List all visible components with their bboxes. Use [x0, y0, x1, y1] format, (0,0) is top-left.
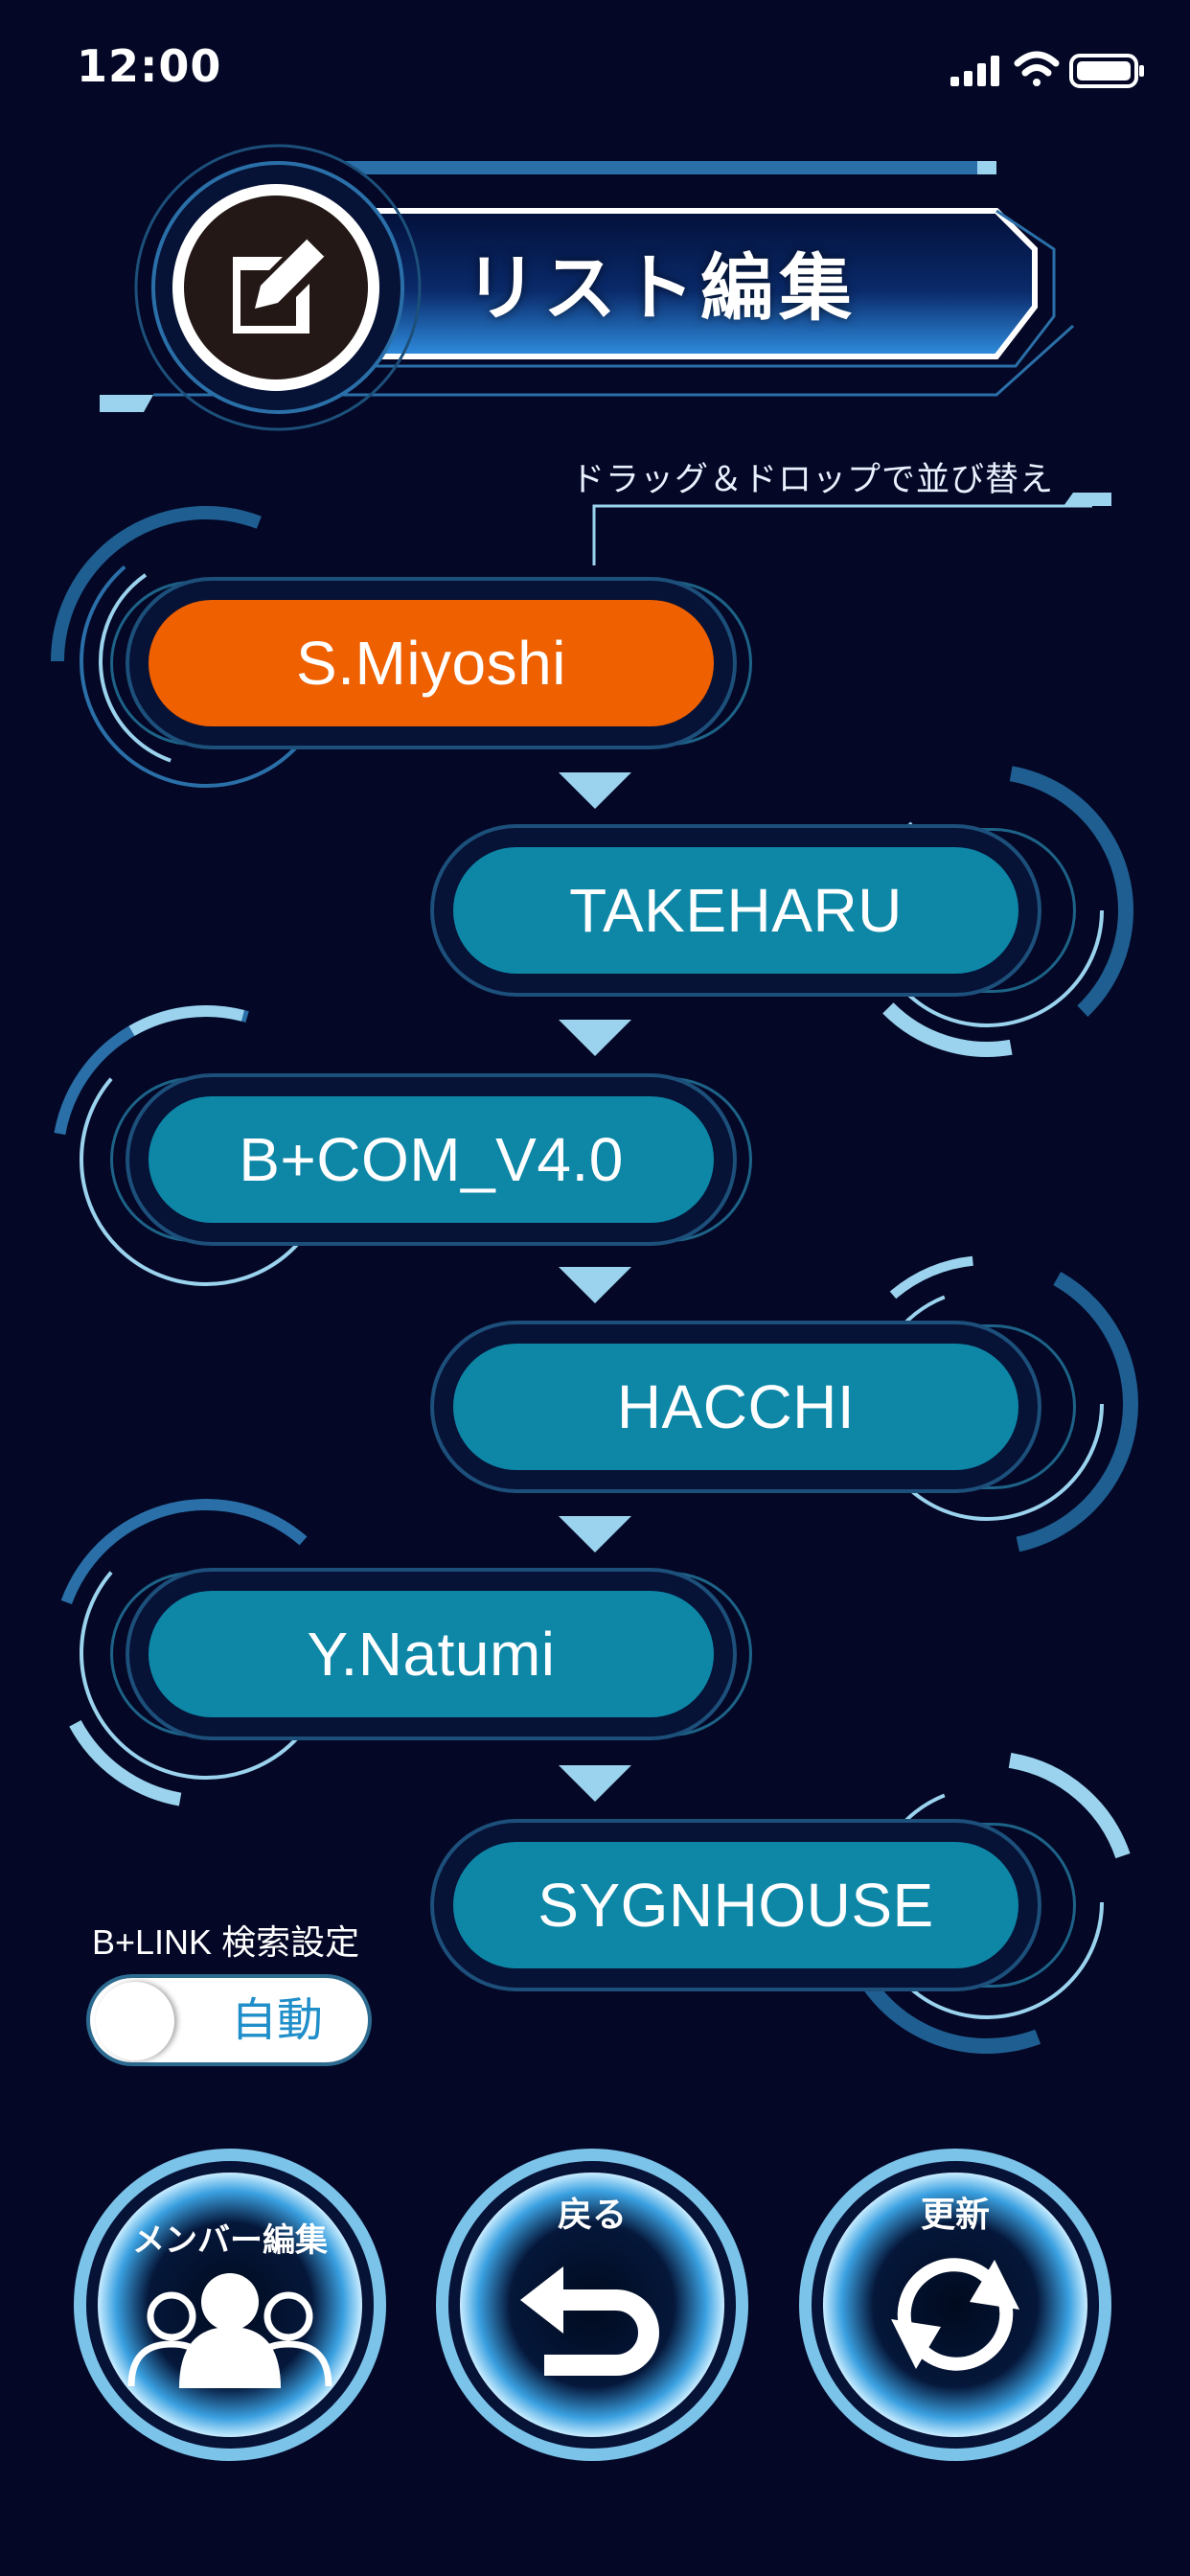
refresh-button[interactable]: 更新: [797, 2147, 1113, 2463]
drag-drop-hint: ドラッグ＆ドロップで並び替え: [570, 461, 1054, 499]
wifi-icon: [1014, 51, 1060, 86]
list-item[interactable]: B+COM_V4.0: [149, 1096, 714, 1223]
list-item-outline: [434, 1324, 1076, 1489]
list-item-outline: [110, 1572, 752, 1736]
list-item-outline: [110, 1077, 752, 1242]
status-icons: [950, 51, 1144, 88]
order-arrow-icon: [559, 1516, 631, 1552]
battery-icon: [1069, 54, 1144, 88]
search-setting-label-prefix: B+LINK: [92, 1922, 213, 1962]
refresh-icon: [897, 2258, 1014, 2371]
search-setting-label-suffix: 検索設定: [221, 1923, 360, 1963]
search-setting-label: B+LINK 検索設定: [92, 1915, 359, 1965]
list-item[interactable]: TAKEHARU: [453, 847, 1018, 974]
list-item-outline: [110, 581, 752, 746]
order-arrow-icon: [559, 1020, 631, 1056]
back-button[interactable]: 戻る: [434, 2147, 750, 2463]
hint-connector: [592, 493, 1111, 565]
toggle-value: 自動: [230, 1993, 323, 2047]
undo-arrow-icon: [520, 2266, 659, 2376]
order-arrow-icon: [559, 772, 631, 809]
member-edit-label: メンバー編集: [132, 2221, 328, 2260]
member-edit-button[interactable]: メンバー編集: [72, 2147, 388, 2463]
list-item[interactable]: SYGNHOUSE: [453, 1842, 1018, 1968]
cellular-signal-icon: [950, 56, 999, 86]
refresh-label: 更新: [920, 2196, 990, 2235]
list-item-outline: [434, 828, 1076, 993]
list-item[interactable]: HACCHI: [453, 1344, 1018, 1470]
status-time: 12:00: [77, 40, 222, 92]
order-arrow-icon: [559, 1267, 631, 1303]
toggle-knob[interactable]: [96, 1982, 174, 2060]
member-center-icon: [179, 2273, 281, 2388]
order-arrow-icon: [559, 1765, 631, 1802]
edit-icon: [171, 182, 381, 393]
list-item-outline: [434, 1823, 1076, 1988]
list-item[interactable]: Y.Natumi: [149, 1591, 714, 1717]
list-item-selected[interactable]: S.Miyoshi: [149, 600, 714, 726]
back-label: 戻る: [557, 2196, 627, 2235]
page-title: リスト編集: [465, 245, 858, 331]
auto-search-toggle[interactable]: 自動: [86, 1974, 372, 2066]
